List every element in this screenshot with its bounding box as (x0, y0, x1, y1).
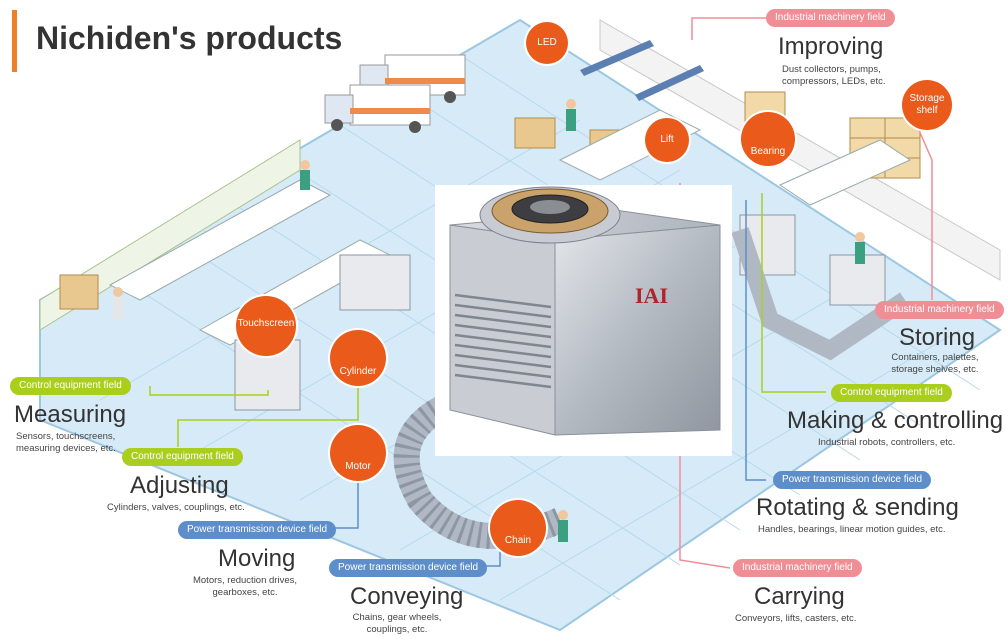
carrying-description: Conveyors, lifts, casters, etc. (735, 613, 856, 625)
led-label: LED (537, 37, 557, 48)
bearing-bubble: Bearing (741, 112, 795, 166)
chain-label: Chain (504, 535, 532, 546)
lift-bubble: Lift (645, 118, 689, 162)
storing-field-tag: Industrial machinery field (875, 301, 1004, 319)
adjusting-field-tag: Control equipment field (122, 448, 243, 466)
delivery-truck-2 (324, 84, 431, 133)
chain-bubble: Chain (490, 500, 546, 556)
improving-desc-line: compressors, LEDs, etc. (782, 76, 886, 87)
storage-shelf-bubble: Storage shelf (902, 80, 952, 130)
rotating-heading: Rotating & sending (756, 494, 959, 521)
making-heading: Making & controlling (787, 407, 1004, 434)
rotating-desc-line: Handles, bearings, linear motion guides,… (758, 524, 946, 535)
making-description: Industrial robots, controllers, etc. (818, 437, 955, 449)
actuator-image: IAI (449, 186, 721, 436)
carrying-field-tag: Industrial machinery field (733, 559, 862, 577)
measuring-description: Sensors, touchscreens, measuring devices… (16, 431, 116, 455)
storing-description: Containers, palettes, storage shelves, e… (880, 352, 990, 376)
lift-label: Lift (660, 134, 674, 145)
touchscreen-bubble: Touchscreen (236, 296, 296, 356)
product-photo: IAI (435, 185, 732, 456)
improving-desc-line: Dust collectors, pumps, (782, 64, 881, 75)
conveying-heading: Conveying (350, 583, 464, 610)
moving-desc-line: Motors, reduction drives, (192, 575, 297, 586)
conveying-description: Chains, gear wheels, couplings, etc. (342, 612, 452, 636)
ceiling-led-lamps (580, 40, 704, 101)
adjusting-desc-line: Cylinders, valves, couplings, etc. (107, 502, 245, 513)
moving-desc-line: gearboxes, etc. (212, 587, 278, 598)
motor-bubble: Motor (330, 425, 386, 481)
brand-logo: IAI (635, 283, 668, 308)
adjusting-heading: Adjusting (130, 472, 229, 499)
measuring-desc-line: measuring devices, etc. (16, 443, 116, 454)
improving-heading: Improving (778, 33, 884, 60)
bearing-label: Bearing (750, 146, 786, 157)
rotating-field-tag: Power transmission device field (773, 471, 932, 489)
storage-shelf-label: Storage shelf (909, 93, 945, 116)
measuring-heading: Measuring (14, 401, 127, 428)
touchscreen-label: Touchscreen (237, 318, 295, 329)
motor-label: Motor (345, 461, 371, 472)
moving-description: Motors, reduction drives, gearboxes, etc… (190, 575, 300, 599)
improving-description: Dust collectors, pumps, compressors, LED… (782, 64, 885, 88)
storing-desc-line: storage shelves, etc. (891, 364, 979, 375)
right-conveyor (731, 227, 910, 361)
storing-heading: Storing (899, 324, 976, 351)
storing-desc-line: Containers, palettes, (891, 352, 979, 363)
led-bubble: LED (526, 22, 568, 64)
moving-heading: Moving (218, 545, 296, 572)
carrying-desc-line: Conveyors, lifts, casters, etc. (735, 613, 857, 624)
conveying-desc-line: Chains, gear wheels, (352, 612, 442, 623)
carrying-heading: Carrying (754, 583, 845, 610)
making-desc-line: Industrial robots, controllers, etc. (818, 437, 956, 448)
rotating-description: Handles, bearings, linear motion guides,… (758, 524, 945, 536)
conveying-desc-line: couplings, etc. (366, 624, 428, 635)
improving-field-tag: Industrial machinery field (766, 9, 895, 27)
conveying-field-tag: Power transmission device field (329, 559, 488, 577)
adjusting-description: Cylinders, valves, couplings, etc. (107, 502, 245, 514)
measuring-field-tag: Control equipment field (10, 377, 131, 395)
page-title: Nichiden's products (36, 20, 343, 56)
title-accent-bar (12, 10, 17, 72)
cylinder-bubble: Cylinder (330, 330, 386, 386)
cylinder-label: Cylinder (339, 366, 377, 377)
making-field-tag: Control equipment field (831, 384, 952, 402)
moving-field-tag: Power transmission device field (178, 521, 337, 539)
measuring-desc-line: Sensors, touchscreens, (16, 431, 116, 442)
